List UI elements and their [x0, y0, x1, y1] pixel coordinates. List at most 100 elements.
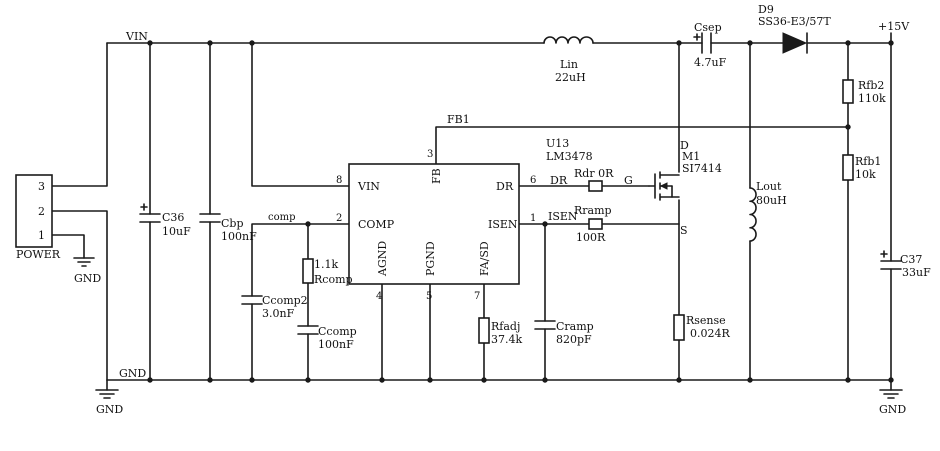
inductor-icon	[749, 187, 757, 242]
resistor-rfadj: Rfadj 37.4k	[478, 317, 522, 346]
resistor-icon	[588, 180, 603, 192]
rramp-name: Rramp	[574, 204, 612, 217]
net-label-gnd: GND	[119, 367, 146, 380]
rsense-value: 0.024R	[690, 327, 730, 340]
junction-dot	[305, 221, 311, 227]
capacitor-icon	[880, 260, 902, 270]
junction-dot	[845, 40, 851, 46]
gnd-to-connector	[51, 210, 108, 381]
pin-number-isen: 1	[530, 213, 536, 224]
ground-icon	[879, 389, 903, 399]
net-label-out: +15V	[878, 20, 910, 33]
junction-dot	[207, 377, 213, 383]
net-label-vin: VIN	[125, 30, 148, 43]
ground-label: GND	[74, 272, 101, 285]
ground-symbol-left: GND	[95, 389, 123, 416]
pin-number-pgnd: 5	[426, 291, 432, 302]
polarity-plus-icon	[140, 203, 148, 211]
pin-number-fasd: 7	[474, 291, 480, 302]
inductor-lout: Lout 80uH	[749, 180, 787, 242]
junction-dot	[747, 377, 753, 383]
ic-body	[348, 163, 520, 285]
resistor-rcomp: 1.1k Rcomp	[302, 258, 353, 286]
resistor-rramp: Rramp 100R	[574, 204, 612, 244]
pin-label-agnd: AGND	[376, 241, 389, 277]
net-label-fb1: FB1	[447, 113, 470, 126]
junctions	[147, 40, 894, 383]
resistor-icon	[478, 317, 490, 344]
rcomp-value: 1.1k	[314, 258, 338, 271]
ccomp2-value: 3.0nF	[262, 307, 295, 320]
c37-value: 33uF	[902, 266, 931, 279]
capacitor-ccomp: Ccomp 100nF	[297, 325, 357, 351]
c36-name: C36	[162, 211, 184, 224]
junction-dot	[845, 124, 851, 130]
mosfet-m1: M1 SI7414 D G S	[624, 139, 722, 237]
m1-gate-label: G	[624, 174, 633, 187]
connector-pin1-gnd	[51, 234, 85, 259]
fb-net	[435, 126, 849, 165]
ground-icon	[95, 389, 119, 399]
cbp-value: 100nF	[221, 230, 257, 243]
inductor-icon	[543, 36, 594, 44]
junction-dot	[542, 221, 548, 227]
pin-number-vin: 8	[336, 175, 342, 186]
cbp-name: Cbp	[221, 217, 244, 230]
connector-pin-3: 3	[38, 180, 45, 193]
junction-dot	[676, 377, 682, 383]
vin-to-u13	[251, 42, 350, 187]
lout-name: Lout	[756, 180, 782, 193]
ground-label: GND	[879, 403, 906, 416]
u13-designator: U13	[546, 137, 569, 150]
net-label-isen: ISEN	[548, 210, 578, 223]
resistor-rsense: Rsense 0.024R	[673, 314, 730, 341]
pin-label-fb: FB	[430, 168, 443, 184]
pin-label-pgnd: PGND	[424, 241, 437, 276]
ccomp2-name: Ccomp2	[262, 294, 308, 307]
junction-dot	[427, 377, 433, 383]
junction-dot	[305, 377, 311, 383]
m1-drain-label: D	[680, 139, 689, 152]
lin-name: Lin	[560, 58, 578, 71]
capacitor-icon	[241, 295, 263, 305]
junction-dot	[542, 377, 548, 383]
connector-pin-1: 1	[38, 229, 45, 242]
u13-part: LM3478	[546, 150, 593, 163]
polarity-plus-icon	[880, 250, 888, 258]
power-connector: 3 2 1 POWER	[15, 174, 61, 261]
pin-label-fasd: FA/SD	[478, 241, 491, 276]
pin-number-fb: 3	[427, 149, 433, 160]
pin-label-isen: ISEN	[488, 218, 518, 231]
vin-to-connector	[51, 42, 108, 187]
d9-part: SS36-E3/57T	[758, 15, 831, 28]
rfadj-value: 37.4k	[491, 333, 522, 346]
lin-value: 22uH	[555, 71, 586, 84]
pin-number-comp: 2	[336, 213, 342, 224]
capacitor-icon	[534, 320, 556, 330]
rfb2-value: 110k	[858, 92, 886, 105]
rfadj-name: Rfadj	[491, 320, 520, 333]
junction-dot	[747, 40, 753, 46]
resistor-rdr: Rdr 0R	[574, 167, 614, 192]
rsense-name: Rsense	[686, 314, 726, 327]
pin-label-dr: DR	[496, 180, 514, 193]
resistor-icon	[302, 258, 314, 284]
capacitor-ccomp2: Ccomp2 3.0nF	[241, 294, 308, 320]
resistor-icon	[842, 154, 854, 181]
junction-dot	[147, 377, 153, 383]
csep-value: 4.7uF	[694, 56, 727, 69]
capacitor-csep: Csep 4.7uF	[693, 21, 727, 69]
ground-icon	[73, 257, 95, 267]
rcomp-name: Rcomp	[314, 273, 353, 286]
lout-value: 80uH	[756, 194, 787, 207]
resistor-rfb2: Rfb2 110k	[842, 79, 886, 105]
wires	[51, 32, 892, 391]
comp-net	[251, 223, 350, 381]
ccomp-name: Ccomp	[318, 325, 357, 338]
junction-dot	[379, 377, 385, 383]
junction-dot	[147, 40, 153, 46]
resistor-icon	[842, 79, 854, 104]
pin-label-comp: COMP	[358, 218, 395, 231]
cramp-name: Cramp	[556, 320, 594, 333]
